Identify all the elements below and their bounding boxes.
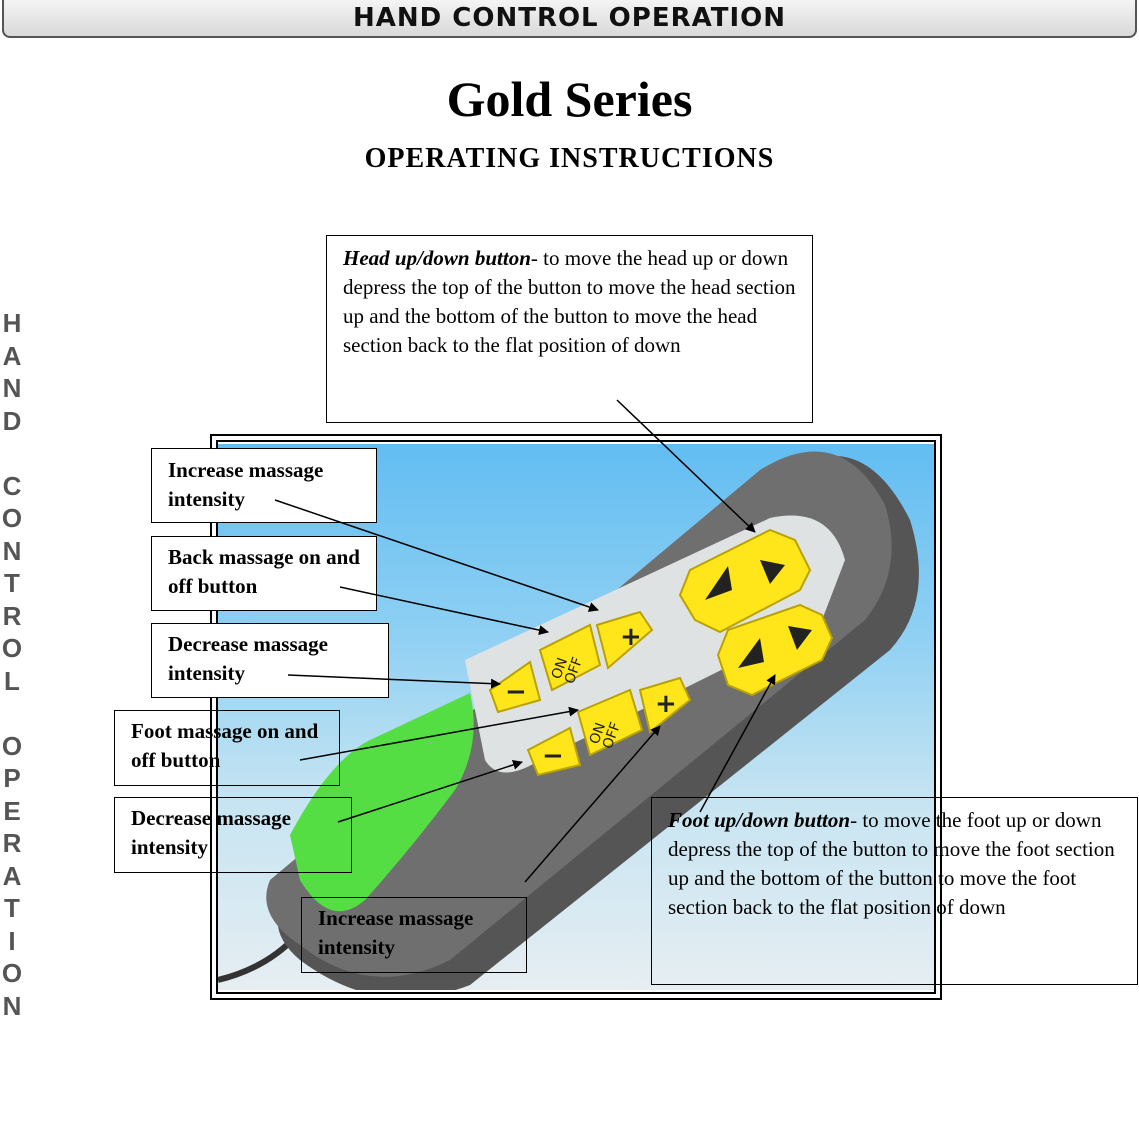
back-onoff-leader-line [339,586,549,635]
foot-onoff-callout-text: Foot massage on and off button [131,719,319,772]
side-letter: R [2,600,22,631]
foot-button-arrow-right-icon [788,626,812,650]
back-onoff-callout: Back massage on and off button [151,536,377,611]
foot-increase-callout-text: Increase massage intensity [318,906,474,959]
side-letter: N [2,373,22,403]
back-decrease-leader-line [287,674,501,689]
foot-callout-text: - to move the foot up or down depress th… [668,808,1115,919]
side-letter: L [4,665,20,696]
page-subtitle: OPERATING INSTRUCTIONS [364,143,775,174]
foot-decrease-button [526,726,582,777]
head-callout-text: - to move the head up or down depress th… [343,246,796,357]
side-letter: O [1,730,23,761]
foot-leader-line [699,674,776,813]
head-updown-button [678,528,812,634]
back-increase-callout: Increase massage intensity [151,448,377,523]
back-plus-label: + [620,622,642,652]
header-bar: HAND CONTROL OPERATION [2,0,1137,38]
side-letter: H [2,308,22,338]
back-increase-callout-text: Increase massage intensity [168,458,324,511]
side-letter: T [4,568,20,598]
back-increase-leader-line [274,499,599,612]
side-letter: T [4,893,20,923]
foot-button-arrow-left-icon [738,638,764,668]
side-letter: O [1,633,23,663]
head-button-callout: Head up/down button- to move the head up… [326,235,813,423]
side-letter: I [8,925,16,956]
back-minus-label: − [505,677,527,707]
back-increase-button [595,610,654,670]
page-title: Gold Series [446,71,693,127]
remote-screen [290,693,474,912]
back-on-label: ON [549,656,571,682]
remote-photo: + − + − ON OFF ON OFF [218,444,934,990]
foot-decrease-leader-line [337,760,523,823]
foot-plus-label: + [655,689,677,719]
foot-updown-button [716,603,834,697]
head-leader-line [616,399,756,533]
side-letter: R [2,828,22,858]
side-letter: A [2,860,22,891]
photo-frame-inner [216,440,936,994]
foot-decrease-callout-text: Decrease massage intensity [131,806,291,859]
back-onoff-callout-text: Back massage on and off button [168,545,360,598]
back-decrease-callout-text: Decrease massage intensity [168,632,328,685]
side-letter: A [2,340,22,371]
photo-frame [210,434,942,1000]
side-letter: N [2,535,22,566]
foot-on-label: ON [587,721,609,747]
foot-decrease-callout: Decrease massage intensity [114,797,352,873]
side-letter: O [1,503,23,533]
foot-onoff-leader-line [299,706,579,761]
foot-button-callout: Foot up/down button- to move the foot up… [651,797,1138,985]
foot-increase-leader-line [524,725,661,883]
back-decrease-button [488,660,542,714]
foot-onoff-button [576,688,644,757]
back-onoff-button [538,623,602,692]
foot-increase-callout: Increase massage intensity [301,897,527,973]
foot-increase-button [638,676,692,734]
head-button-arrow-right-icon [760,560,785,584]
side-letter: C [2,470,22,501]
header-title: HAND CONTROL OPERATION [352,3,786,33]
side-letter: E [3,795,21,826]
side-letter: D [2,405,22,436]
side-letter: O [1,958,23,988]
head-button-arrow-left-icon [705,566,732,600]
head-callout-label: Head up/down button [343,246,531,270]
foot-minus-label: − [542,741,564,771]
foot-callout-label: Foot up/down button [668,808,851,832]
side-letter: N [2,990,22,1021]
foot-onoff-callout: Foot massage on and off button [114,710,340,786]
back-decrease-callout: Decrease massage intensity [151,623,389,698]
side-letter: P [3,763,21,793]
